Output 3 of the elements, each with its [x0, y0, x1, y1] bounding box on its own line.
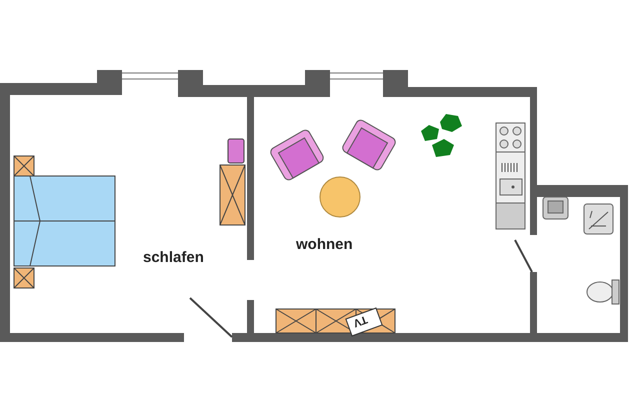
tv-label: TV: [352, 312, 369, 328]
room-label: schlafen: [143, 250, 204, 265]
room-label: wohnen: [296, 237, 353, 252]
